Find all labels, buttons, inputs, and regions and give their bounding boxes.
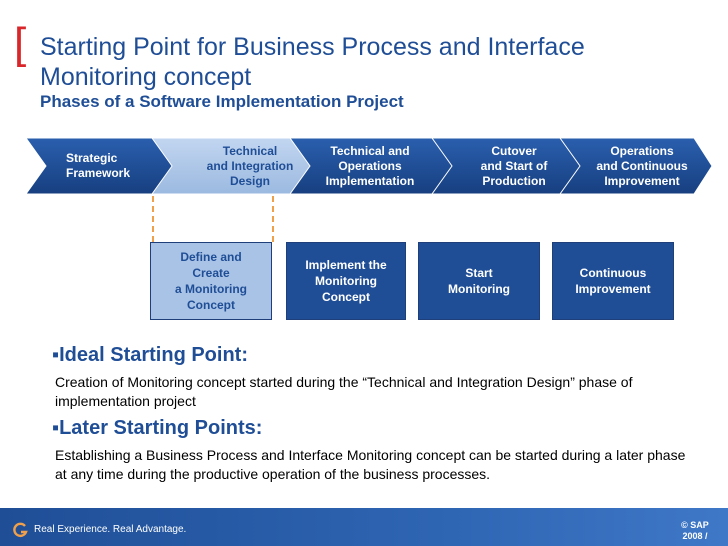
phase-label-operations: Operations and Continuous Improvement (596, 144, 688, 188)
page-subtitle: Phases of a Software Implementation Proj… (40, 92, 404, 111)
title-bracket: [ (14, 19, 27, 68)
step-define-concept: Define and Create a Monitoring Concept (150, 242, 272, 320)
phase-label-strategic: Strategic Framework (66, 151, 131, 180)
footer-copyright: © SAP 2008 / (681, 520, 709, 541)
g-logo-icon (13, 522, 28, 538)
phase-label-technical-design: Technical and Integration Design (206, 144, 294, 188)
bullet-text-ideal: Creation of Monitoring concept started d… (55, 374, 633, 409)
page-title: Starting Point for Business Process and … (40, 33, 585, 91)
footer-tagline: Real Experience. Real Advantage. (34, 524, 187, 535)
dashed-connector-right (272, 196, 274, 242)
phase-label-cutover: Cutover and Start of Production (480, 144, 548, 188)
dashed-connector-left (152, 196, 154, 242)
phase-label-implementation: Technical and Operations Implementation (325, 144, 415, 188)
step-continuous-improvement: Continuous Improvement (552, 242, 674, 320)
step-start-monitoring: Start Monitoring (418, 242, 540, 320)
footer-bar: Real Experience. Real Advantage. © SAP 2… (0, 508, 728, 546)
bullet-heading-later: ▪Later Starting Points: (52, 417, 263, 439)
step-implement-concept: Implement the Monitoring Concept (286, 242, 406, 320)
bullet-heading-ideal: ▪Ideal Starting Point: (52, 344, 248, 366)
bullet-text-later: Establishing a Business Process and Inte… (55, 447, 686, 482)
